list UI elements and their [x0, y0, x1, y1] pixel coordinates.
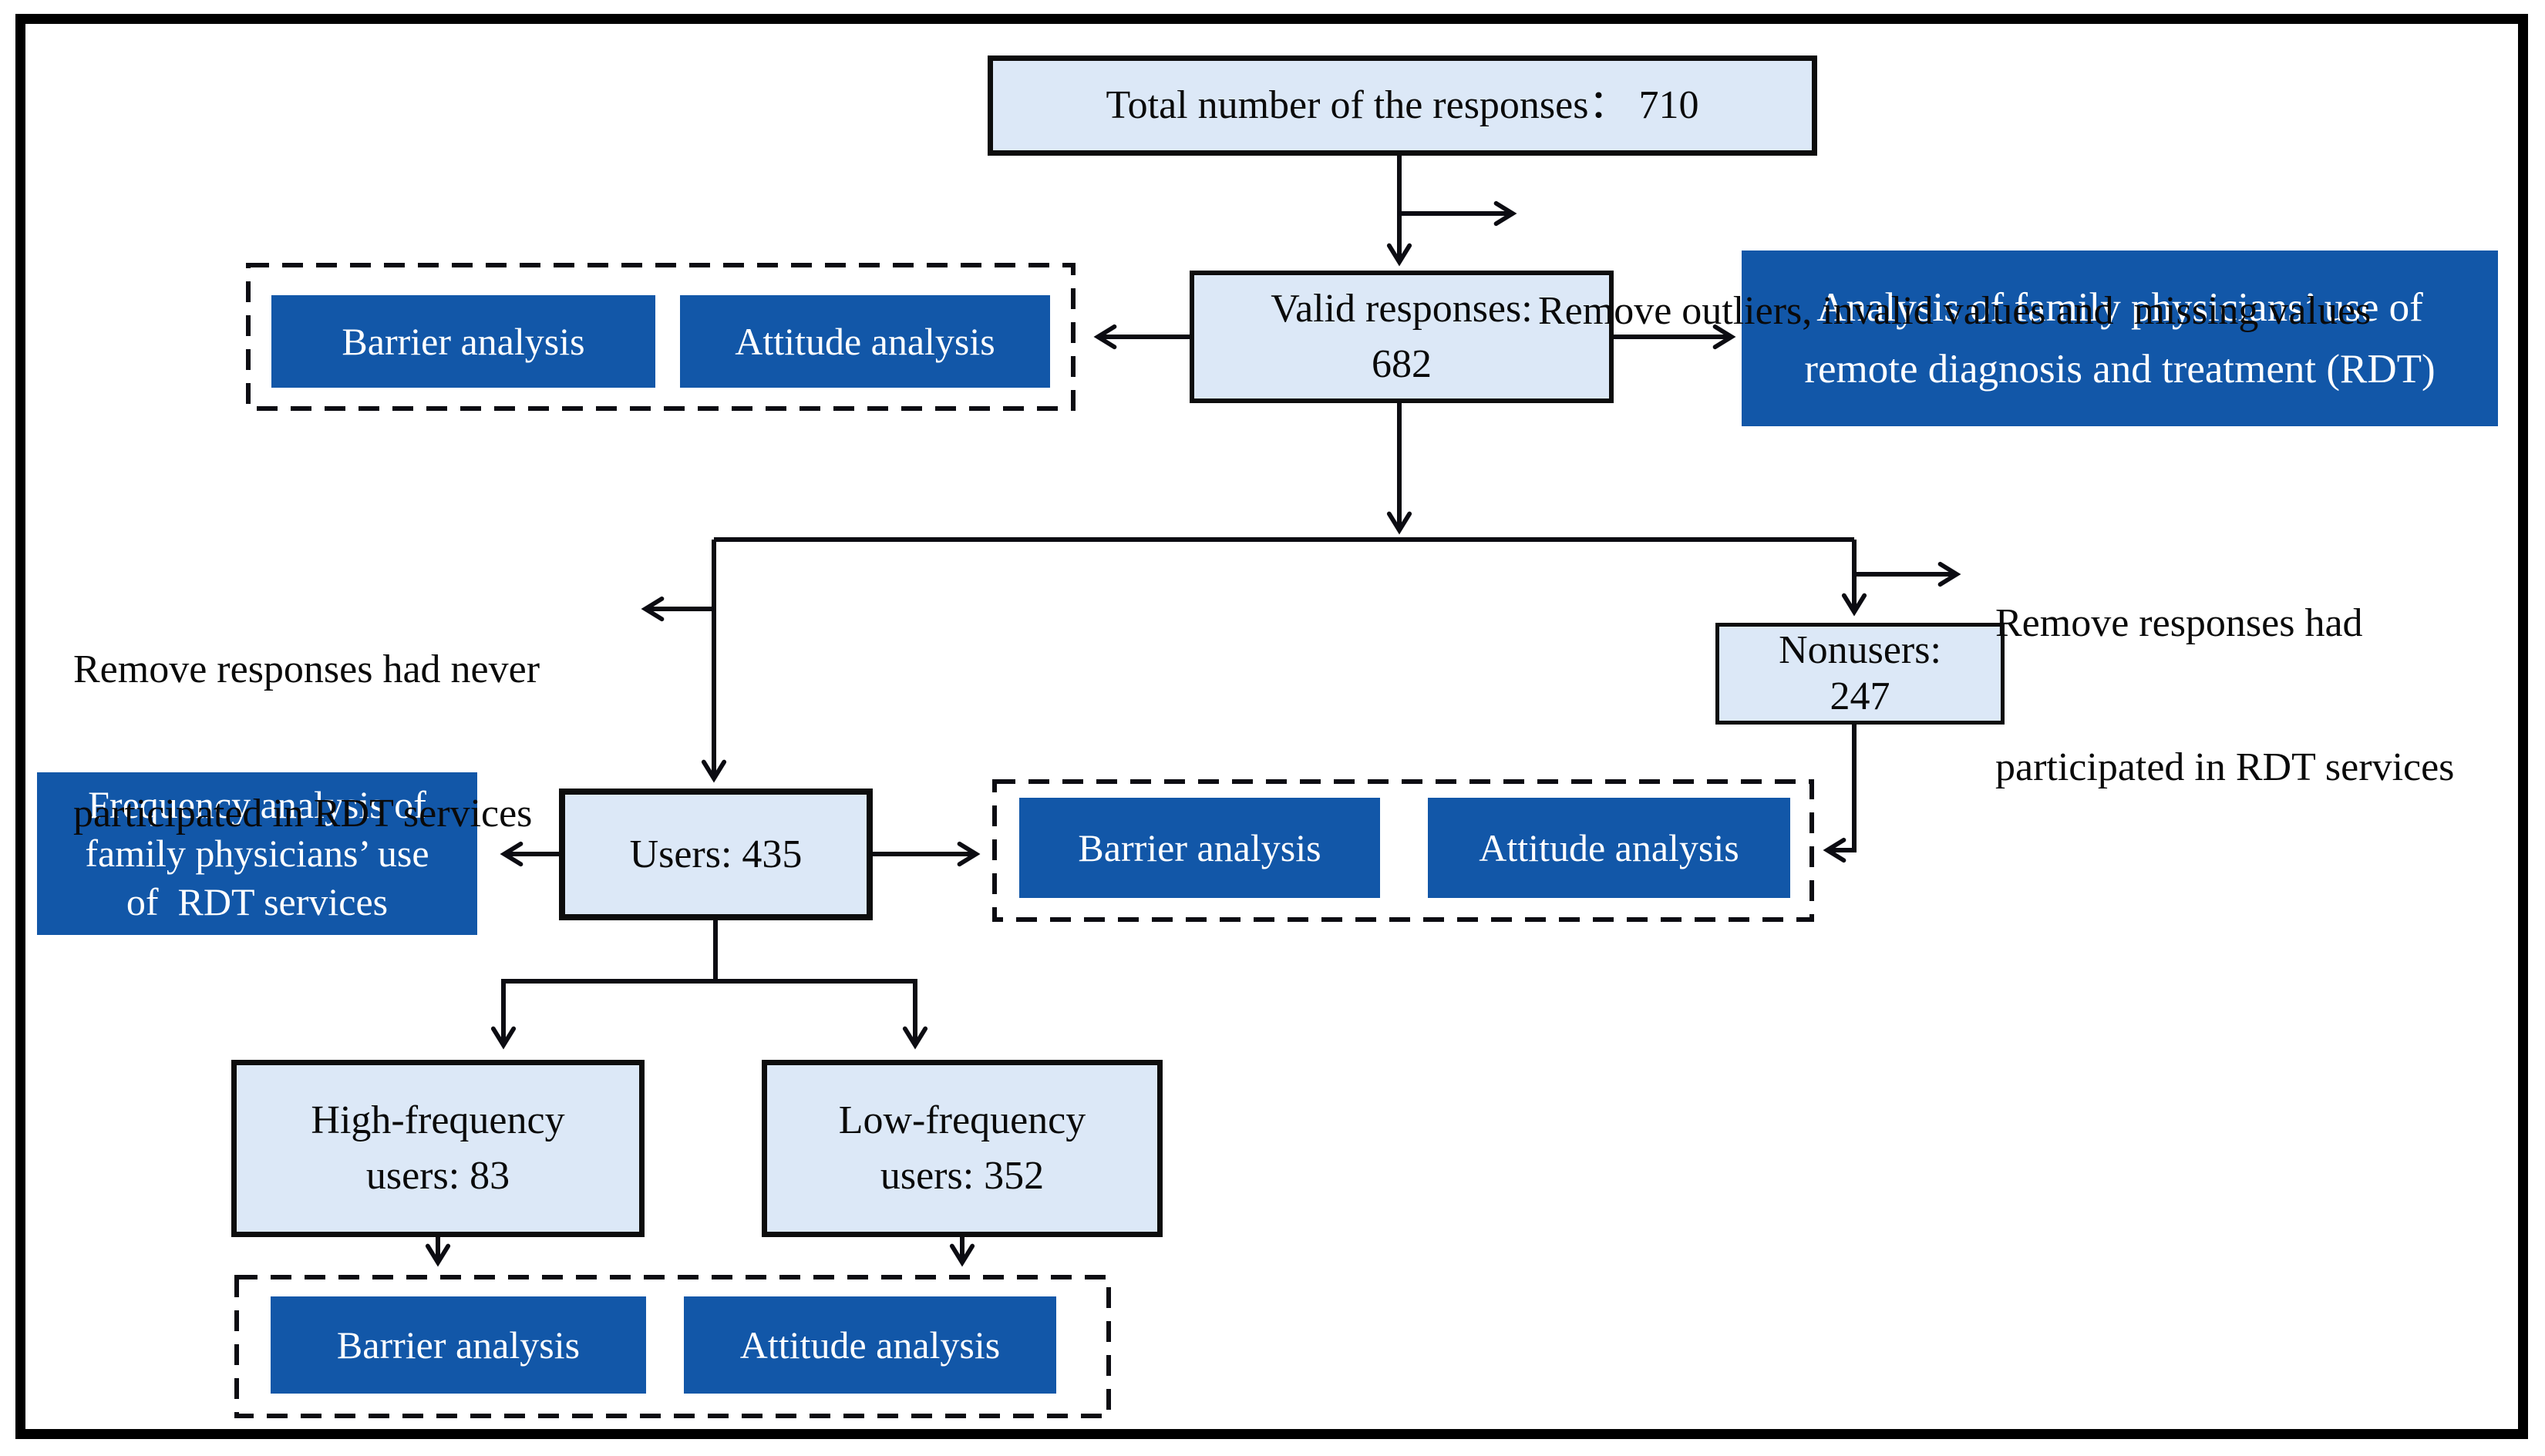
barrier-analysis-box-middle: Barrier analysis — [1019, 798, 1380, 898]
rdt-analysis-line2: remote diagnosis and treatment (RDT) — [1804, 347, 2436, 392]
nonusers-label: Nonusers: — [1779, 628, 1941, 672]
note-remove-outliers: Remove outliers, invalid values and miss… — [1538, 193, 2371, 429]
valid-responses-count: 682 — [1372, 342, 1432, 386]
low-frequency-count: users: 352 — [880, 1154, 1045, 1198]
barrier-analysis-label: Barrier analysis — [342, 320, 585, 363]
valid-analysis-group-outline — [246, 263, 1076, 411]
note-remove-never-participated: Remove responses had never participated … — [73, 552, 540, 931]
note-remove-never-line1: Remove responses had never — [73, 647, 540, 691]
nonusers-box: Nonusers: 247 — [1715, 623, 2005, 725]
low-frequency-users-box: Low-frequency users: 352 — [762, 1060, 1163, 1237]
frequency-analysis-box: Frequency analysis of family physicians’… — [37, 772, 477, 935]
total-responses-box: Total number of the responses： 710 — [988, 55, 1817, 156]
attitude-analysis-label: Attitude analysis — [735, 320, 995, 363]
nonusers-count: 247 — [1830, 674, 1890, 718]
barrier-analysis-label: Barrier analysis — [1078, 826, 1321, 869]
attitude-analysis-box-bottom: Attitude analysis — [684, 1296, 1056, 1394]
note-remove-participated: Remove responses had participated in RDT… — [1995, 506, 2454, 885]
note-remove-participated-line2: participated in RDT services — [1995, 745, 2455, 789]
frequency-analysis-line1: Frequency analysis of — [88, 783, 426, 826]
total-responses-label: Total number of the responses： 710 — [1106, 83, 1699, 127]
attitude-analysis-box-top: Attitude analysis — [680, 295, 1050, 388]
users-box: Users: 435 — [559, 789, 873, 920]
frequency-analysis-group-outline — [234, 1275, 1111, 1418]
frequency-analysis-line3: of RDT services — [126, 880, 389, 923]
note-remove-outliers-text: Remove outliers, invalid values and miss… — [1538, 289, 2372, 333]
frequency-analysis-line2: family physicians’ use — [85, 832, 429, 875]
barrier-analysis-label: Barrier analysis — [336, 1323, 581, 1367]
users-label: Users: 435 — [629, 832, 803, 876]
valid-responses-box: Valid responses: 682 — [1190, 271, 1614, 403]
note-remove-participated-line1: Remove responses had — [1995, 601, 2363, 645]
figure-border — [15, 14, 2528, 1439]
valid-responses-label: Valid responses: — [1271, 287, 1533, 331]
low-frequency-label: Low-frequency — [838, 1098, 1086, 1142]
barrier-analysis-box-top: Barrier analysis — [271, 295, 655, 388]
rdt-analysis-box: Analysis of family physicians’ use of re… — [1742, 251, 2498, 426]
high-frequency-users-box: High-frequency users: 83 — [231, 1060, 645, 1237]
high-frequency-label: High-frequency — [311, 1098, 565, 1142]
attitude-analysis-label: Attitude analysis — [1479, 826, 1739, 869]
rdt-analysis-line1: Analysis of family physicians’ use of — [1816, 285, 2423, 330]
barrier-analysis-box-bottom: Barrier analysis — [271, 1296, 646, 1394]
note-remove-never-line2: participated in RDT services — [73, 792, 533, 836]
users-nonusers-analysis-group-outline — [992, 779, 1814, 922]
attitude-analysis-box-middle: Attitude analysis — [1428, 798, 1790, 898]
high-frequency-count: users: 83 — [365, 1154, 510, 1198]
attitude-analysis-label: Attitude analysis — [739, 1323, 1001, 1367]
